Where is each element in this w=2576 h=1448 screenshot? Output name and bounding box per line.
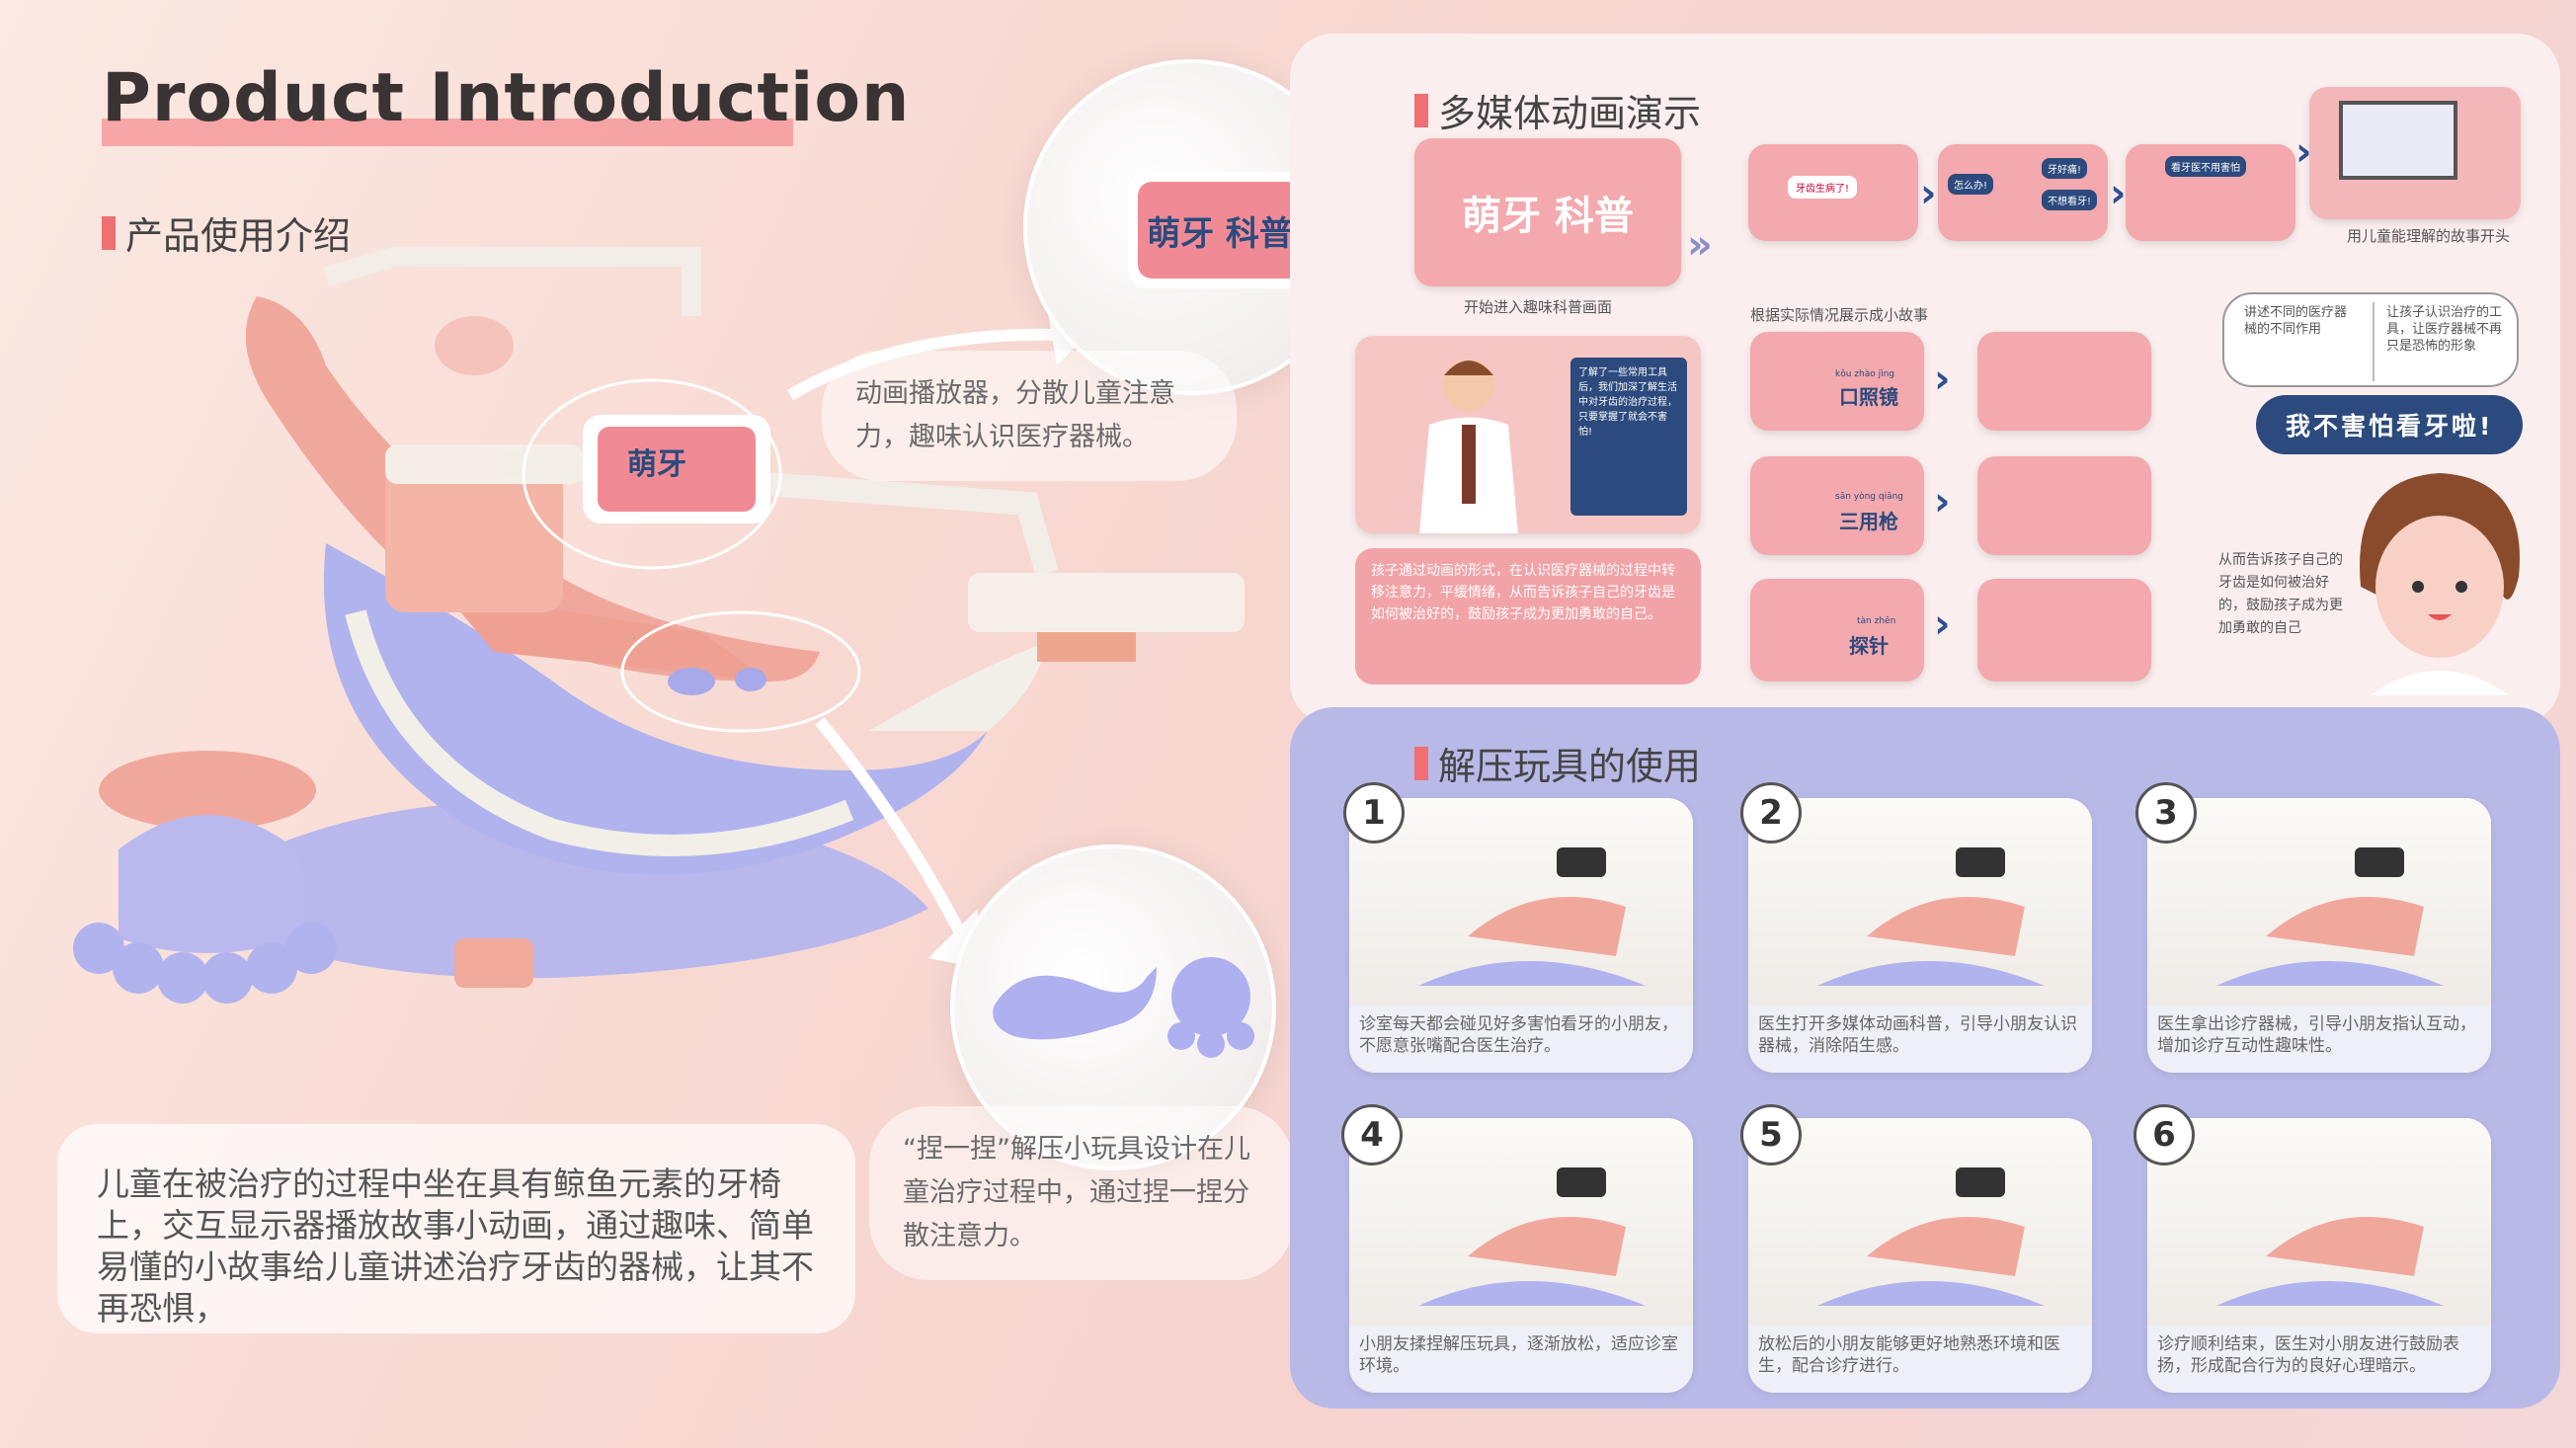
kid-avatar-icon (2360, 473, 2520, 695)
doctor-thumbnail[interactable]: 了解了一些常用工具后，我们加深了解生活中对牙齿的治疗过程，只要掌握了就会不害怕! (1355, 336, 1701, 533)
step-card-6[interactable]: 诊疗顺利结束，医生对小朋友进行鼓励表扬，形成配合行为的良好心理暗示。 (2147, 1118, 2491, 1393)
chevron-right-icon: › (1934, 479, 1951, 524)
step-image (2147, 1118, 2491, 1326)
tool-name: 三用枪 (1839, 510, 1898, 533)
tool-pinyin: kǒu zhào jìng (1835, 369, 1895, 379)
tool-name: 口照镜 (1839, 385, 1898, 409)
tool-pinyin: tàn zhēn (1857, 616, 1896, 626)
step-image (2147, 798, 2491, 1006)
step-card-1[interactable]: 诊室每天都会碰见好多害怕看牙的小朋友，不愿意张嘴配合医生治疗。 (1349, 798, 1693, 1073)
step-image (1748, 1118, 2092, 1326)
tool-story-thumb-1[interactable] (1977, 332, 2151, 431)
chevron-right-icon: » (1687, 222, 1713, 268)
doctor-figure-icon (1419, 360, 1518, 533)
tip-box: 讲述不同的医疗器械的不同作用 让孩子认识治疗的工具，让医疗器械不再只是恐怖的形象 (2222, 292, 2519, 387)
step-image (1349, 1118, 1693, 1326)
whiteboard-icon (2339, 101, 2457, 180)
tool-card-mirror[interactable]: kǒu zhào jìng 口照镜 (1750, 332, 1924, 431)
tip-right: 让孩子认识治疗的工具，让医疗器械不再只是恐怖的形象 (2386, 305, 2503, 354)
story-start-caption: 用儿童能理解的故事开头 (2347, 227, 2511, 245)
story-thumb-4[interactable] (2309, 87, 2521, 219)
speech-bubble: 我不害怕看牙啦! (2256, 395, 2524, 454)
tool-story-thumb-2[interactable] (1977, 456, 2151, 555)
doctor-board-text: 了解了一些常用工具后，我们加深了解生活中对牙齿的治疗过程，只要掌握了就会不害怕! (1570, 358, 1687, 516)
tool-card-airgun[interactable]: sān yòng qiāng 三用枪 (1750, 456, 1924, 555)
multimedia-heading: 多媒体动画演示 (1414, 83, 1701, 137)
heading-bar (102, 215, 116, 250)
step-number: 4 (1341, 1104, 1403, 1166)
step-text: 诊疗顺利结束，医生对小朋友进行鼓励表扬，形成配合行为的良好心理暗示。 (2157, 1334, 2459, 1376)
story-bubble: 牙齿生病了! (1788, 176, 1858, 199)
page-title: Product Introduction (102, 59, 911, 137)
chevron-right-icon: › (1934, 602, 1951, 647)
tool-card-probe[interactable]: tàn zhēn 探针 (1750, 579, 1924, 682)
pink-note: 孩子通过动画的形式，在认识医疗器械的过程中转移注意力，平缓情绪，从而告诉孩子自己… (1355, 548, 1701, 684)
chevron-right-icon: › (2110, 171, 2127, 216)
step-image (1748, 798, 2092, 1006)
tool-name: 探针 (1849, 634, 1889, 658)
step-text: 诊室每天都会碰见好多害怕看牙的小朋友，不愿意张嘴配合医生治疗。 (1359, 1014, 1678, 1056)
step-card-3[interactable]: 医生拿出诊疗器械，引导小朋友指认互动，增加诊疗互动性趣味性。 (2147, 798, 2491, 1073)
story-thumb-3[interactable]: 看牙医不用害怕 (2126, 144, 2295, 241)
step-number: 3 (2135, 782, 2197, 844)
section-heading-usage: 产品使用介绍 (102, 205, 351, 260)
zoom-monitor-screen: 萌牙 科普 (1138, 182, 1302, 279)
player-caption: 动画播放器，分散儿童注意力，趣味认识医疗器械。 (822, 351, 1237, 481)
toys-heading-text: 解压玩具的使用 (1438, 745, 1702, 788)
zoom-monitor-frame: 萌牙 科普 (1128, 172, 1312, 288)
heading-bar (1414, 93, 1428, 127)
intro-caption: 开始进入趣味科普画面 (1464, 298, 1613, 316)
squeeze-toys-icon (993, 957, 1254, 1058)
toys-heading: 解压玩具的使用 (1414, 736, 1701, 790)
toy-caption: “捏一捏”解压小玩具设计在儿童治疗过程中，通过捏一捏分散注意力。 (869, 1106, 1294, 1280)
monitor-logo: 萌牙 (627, 447, 686, 482)
story-bubble: 怎么办! (1948, 174, 1994, 195)
step-text: 医生打开多媒体动画科普，引导小朋友认识器械，消除陌生感。 (1758, 1014, 2077, 1056)
step-number: 5 (1740, 1104, 1802, 1166)
step-card-2[interactable]: 医生打开多媒体动画科普，引导小朋友认识器械，消除陌生感。 (1748, 798, 2092, 1073)
kid-caption: 从而告诉孩子自己的牙齿是如何被治好的，鼓励孩子成为更加勇敢的自己 (2218, 552, 2343, 636)
step-number: 6 (2133, 1104, 2195, 1166)
tip-divider (2373, 302, 2375, 381)
step-text: 小朋友揉捏解压玩具，逐渐放松，适应诊室环境。 (1359, 1334, 1678, 1376)
chevron-right-icon: › (1934, 357, 1951, 402)
story-bubble: 牙好痛! (2042, 158, 2088, 179)
tool-story-thumb-3[interactable] (1977, 579, 2151, 682)
story-bubble: 看牙医不用害怕 (2165, 156, 2246, 177)
title-highlight (102, 119, 793, 146)
step-number: 1 (1343, 782, 1405, 844)
heading-bar (1414, 746, 1428, 780)
dental-chair-illustration: 萌牙 (73, 247, 1245, 1004)
step-card-4[interactable]: 小朋友揉捏解压玩具，逐渐放松，适应诊室环境。 (1349, 1118, 1693, 1393)
tip-left: 讲述不同的医疗器械的不同作用 (2244, 305, 2348, 337)
intro-thumbnail[interactable]: 萌牙 科普 (1414, 138, 1681, 286)
section-heading-text: 产品使用介绍 (125, 214, 352, 258)
story-bubble: 不想看牙! (2042, 190, 2098, 210)
multimedia-heading-text: 多媒体动画演示 (1438, 92, 1702, 135)
chevron-right-icon: › (2295, 129, 2312, 175)
chevron-right-icon: › (1920, 171, 1937, 216)
step-image (1349, 798, 1693, 1006)
step-card-5[interactable]: 放松后的小朋友能够更好地熟悉环境和医生，配合诊疗进行。 (1748, 1118, 2092, 1393)
step-number: 2 (1740, 782, 1802, 844)
tool-pinyin: sān yòng qiāng (1835, 492, 1904, 502)
story-caption: 根据实际情况展示成小故事 (1750, 306, 1929, 324)
step-text: 放松后的小朋友能够更好地熟悉环境和医生，配合诊疗进行。 (1758, 1334, 2060, 1376)
story-thumb-2[interactable]: 怎么办! 牙好痛! 不想看牙! (1938, 144, 2108, 241)
step-text: 医生拿出诊疗器械，引导小朋友指认互动，增加诊疗互动性趣味性。 (2157, 1014, 2476, 1056)
story-thumb-1[interactable]: 牙齿生病了! (1748, 144, 1918, 241)
product-description: 儿童在被治疗的过程中坐在具有鲸鱼元素的牙椅上，交互显示器播放故事小动画，通过趣味… (57, 1124, 855, 1333)
